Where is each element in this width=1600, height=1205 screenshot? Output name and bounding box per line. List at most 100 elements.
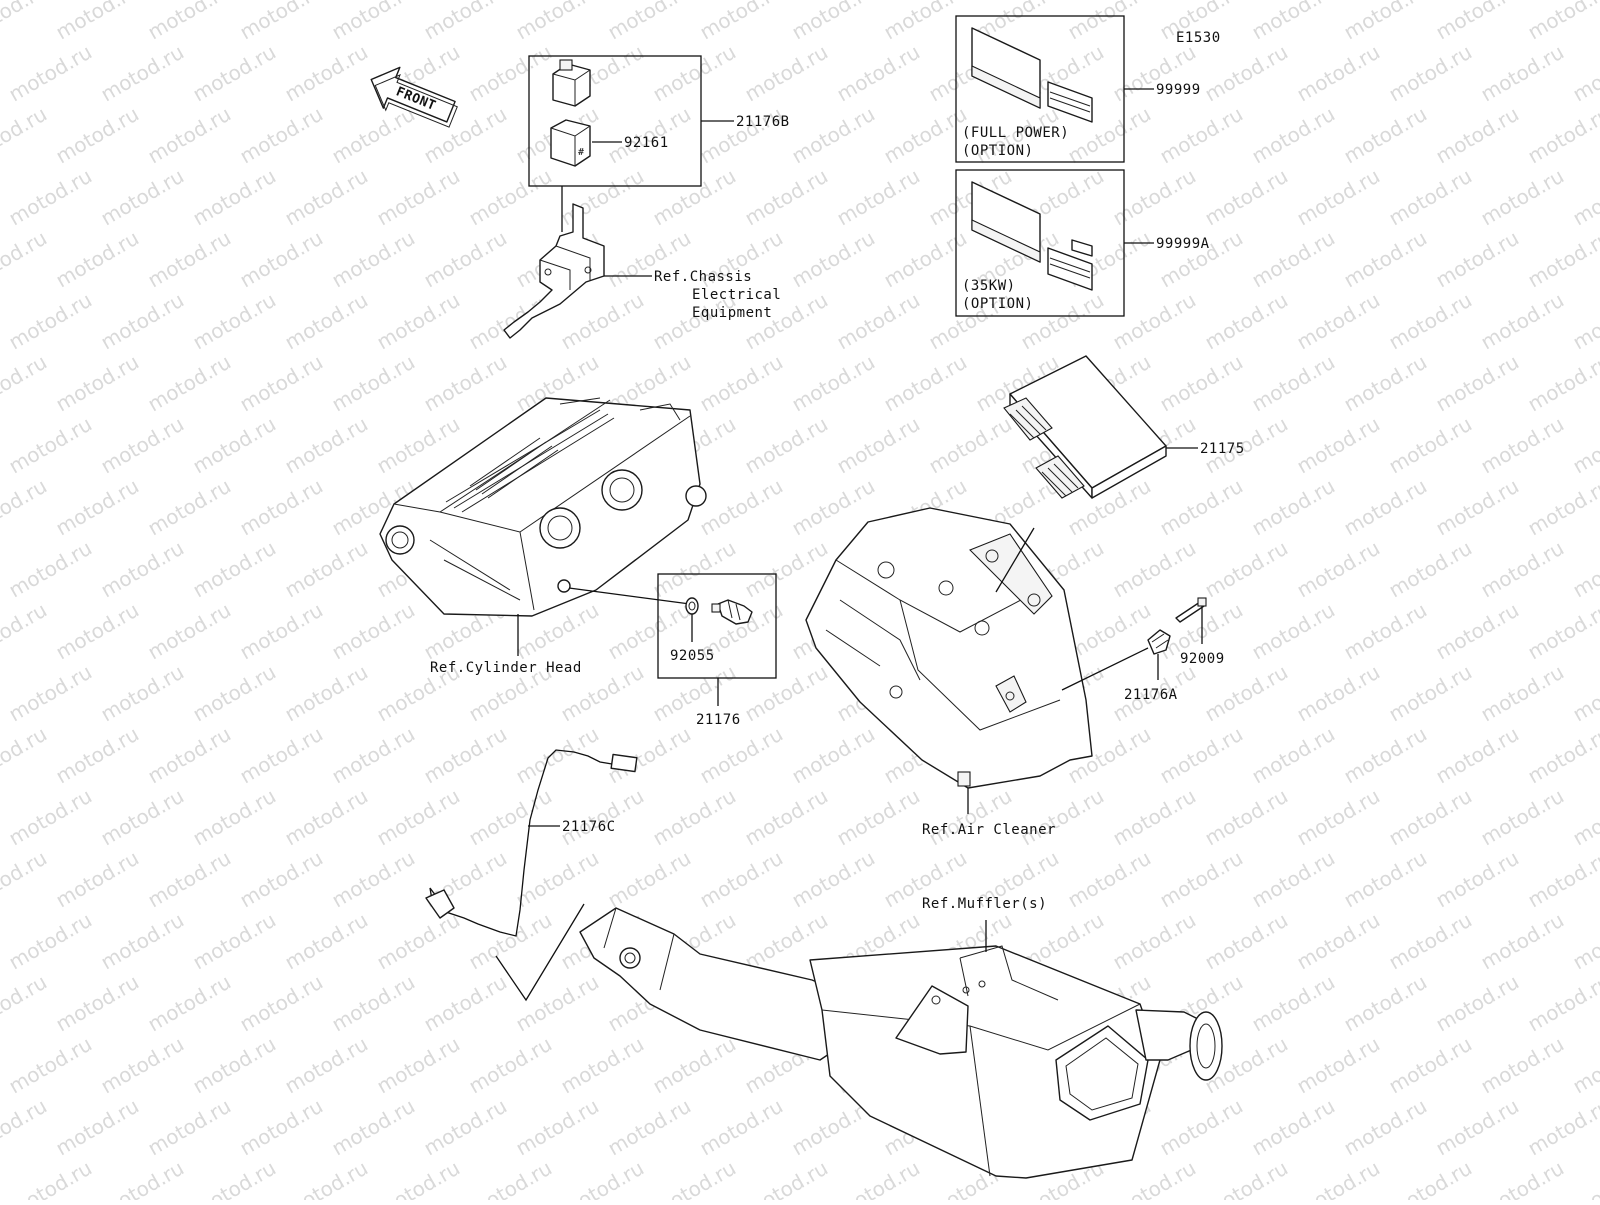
watermark-text: motod.ru [788, 102, 879, 169]
watermark-text: motod.ru [1432, 846, 1523, 913]
watermark-text: motod.ru [1017, 784, 1108, 851]
watermark-text: motod.ru [649, 1032, 740, 1099]
watermark-text: motod.ru [1156, 350, 1247, 417]
label-kit-99999: (FULL POWER) (OPTION) 99999 [955, 15, 1200, 163]
watermark-text: motod.ru [281, 412, 372, 479]
watermark-text: motod.ru [144, 722, 235, 789]
watermark-text: motod.ru [1385, 660, 1476, 727]
watermark-text: motod.ru [1340, 598, 1431, 665]
watermark-text: motod.ru [236, 722, 327, 789]
watermark-text: motod.ru [189, 412, 280, 479]
watermark-text: motod.ru [1569, 1032, 1600, 1099]
watermark-text: motod.ru [281, 908, 372, 975]
watermark-text: motod.ru [1477, 536, 1568, 603]
watermark-text: motod.ru [0, 226, 51, 293]
watermark-text: motod.ru [1248, 102, 1339, 169]
watermark-text: motod.ru [788, 226, 879, 293]
watermark-text: motod.ru [741, 536, 832, 603]
watermark-text: motod.ru [1524, 970, 1600, 1037]
watermark-text: motod.ru [5, 1032, 96, 1099]
watermark-text: motod.ru [1524, 598, 1600, 665]
watermark-text: motod.ru [1524, 350, 1600, 417]
watermark-text: motod.ru [1524, 0, 1600, 44]
watermark-text: motod.ru [1201, 1156, 1292, 1200]
watermark-text: motod.ru [1293, 908, 1384, 975]
watermark-text: motod.ru [512, 1094, 603, 1161]
watermark-text: motod.ru [1293, 1156, 1384, 1200]
watermark-text: motod.ru [420, 226, 511, 293]
watermark-text: motod.ru [0, 1094, 51, 1161]
watermark-text: motod.ru [1201, 536, 1292, 603]
watermark-text: motod.ru [1477, 1032, 1568, 1099]
watermark-text: motod.ru [557, 1156, 648, 1200]
watermark-text: motod.ru [144, 970, 235, 1037]
watermark-text: motod.ru [1201, 908, 1292, 975]
watermark-text: motod.ru [1432, 598, 1523, 665]
watermark-text: motod.ru [741, 412, 832, 479]
sensor-21176C-connector [610, 753, 638, 773]
watermark-text: motod.ru [1248, 846, 1339, 913]
watermark-text: motod.ru [281, 40, 372, 107]
watermark-text: motod.ru [1524, 846, 1600, 913]
watermark-text: motod.ru [52, 1094, 143, 1161]
watermark-text: motod.ru [1201, 288, 1292, 355]
watermark-text: motod.ru [512, 970, 603, 1037]
watermark-text: motod.ru [189, 288, 280, 355]
watermark-text: motod.ru [1340, 1094, 1431, 1161]
watermark-text: motod.ru [5, 412, 96, 479]
watermark-text: motod.ru [1248, 474, 1339, 541]
watermark-text: motod.ru [1432, 0, 1523, 44]
option-full-power-2: (OPTION) [962, 143, 1033, 159]
watermark-text: motod.ru [1293, 660, 1384, 727]
watermark-text: motod.ru [1248, 0, 1339, 44]
relay-top [552, 59, 591, 107]
watermark-text: motod.ru [328, 846, 419, 913]
ref-muffler: Ref.Muffler(s) [922, 896, 1047, 912]
watermark-text: motod.ru [1569, 164, 1600, 231]
option-full-power: (FULL POWER) [962, 125, 1069, 141]
sensor-21176C: 21176C [425, 749, 638, 1002]
washer-92055 [685, 597, 699, 615]
watermark-text: motod.ru [1477, 784, 1568, 851]
watermark-text: motod.ru [1569, 412, 1600, 479]
watermark-text: motod.ru [833, 784, 924, 851]
watermark-text: motod.ru [189, 908, 280, 975]
watermark-text: motod.ru [557, 288, 648, 355]
watermark-text: motod.ru [1569, 660, 1600, 727]
watermark-text: motod.ru [144, 0, 235, 44]
watermark-text: motod.ru [0, 102, 51, 169]
watermark-text: motod.ru [1340, 474, 1431, 541]
watermark-text: motod.ru [1385, 784, 1476, 851]
watermark-text: motod.ru [696, 722, 787, 789]
watermark-text: motod.ru [1477, 412, 1568, 479]
watermark-text: motod.ru [1201, 784, 1292, 851]
watermark-text: motod.ru [1064, 846, 1155, 913]
watermark-text: motod.ru [788, 722, 879, 789]
watermark-text: motod.ru [741, 1156, 832, 1200]
label-21175: 21175 [1200, 441, 1245, 457]
watermark-text: motod.ru [1385, 164, 1476, 231]
watermark-text: motod.ru [97, 40, 188, 107]
watermark-text: motod.ru [236, 226, 327, 293]
watermark-text: motod.ru [189, 536, 280, 603]
watermark-text: motod.ru [1385, 40, 1476, 107]
watermark-text: motod.ru [1340, 970, 1431, 1037]
watermark-text: motod.ru [925, 784, 1016, 851]
watermark-text: motod.ru [52, 722, 143, 789]
watermark-text: motod.ru [604, 846, 695, 913]
watermark-text: motod.ru [1432, 350, 1523, 417]
watermark-text: motod.ru [281, 1156, 372, 1200]
cylinder-head: Ref.Cylinder Head [379, 397, 707, 676]
watermark-text: motod.ru [144, 474, 235, 541]
watermark-text: motod.ru [281, 164, 372, 231]
watermark-text: motod.ru [833, 40, 924, 107]
watermark-text: motod.ru [465, 784, 556, 851]
ref-chassis-line1: Ref.Chassis [654, 269, 752, 285]
watermark-text: motod.ru [1569, 40, 1600, 107]
watermark-text: motod.ru [1524, 474, 1600, 541]
label-21176B: 21176B [736, 114, 790, 130]
watermark-text: motod.ru [649, 784, 740, 851]
watermark-text: motod.ru [1248, 970, 1339, 1037]
svg-text:#: # [578, 147, 584, 158]
watermark-text: motod.ru [1569, 288, 1600, 355]
